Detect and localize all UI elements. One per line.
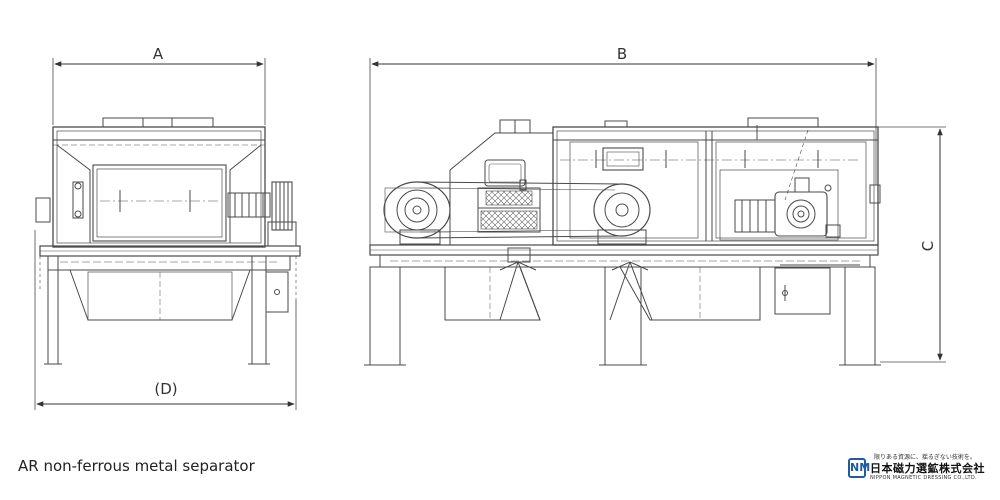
technical-drawing: A [34,45,946,410]
dimension-a-label: A [153,45,164,63]
dimension-d [34,230,297,410]
logo-mark-icon: NM [848,458,870,478]
logo-company-name: 日本磁力選鉱株式会社 [870,462,985,475]
logo-tagline: 限りある資源に、揺るぎない技術を。 [874,454,976,461]
logo-company-subtitle: NIPPON MAGNETIC DRESSING CO.,LTD. [870,475,977,481]
dimension-d-label: (D) [154,380,177,398]
company-logo: 限りある資源に、揺るぎない技術を。 NM 日本磁力選鉱株式会社 NIPPON M… [846,452,996,492]
dimension-a [52,58,266,125]
dimension-c-label: C [919,241,937,251]
dimension-b [369,58,877,245]
side-view: B C [364,45,946,366]
figure-caption: AR non-ferrous metal separator [18,457,255,475]
front-view: A [34,45,301,410]
dimension-b-label: B [617,45,627,63]
